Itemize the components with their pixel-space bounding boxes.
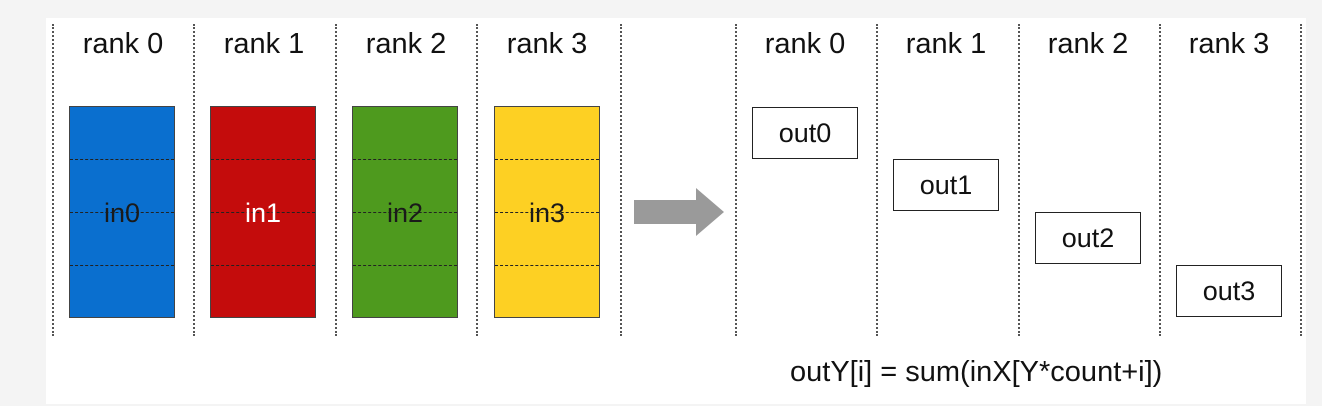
separator (52, 24, 54, 336)
right-rank-label: rank 2 (1047, 28, 1129, 60)
chunk-divider (495, 212, 599, 213)
left-rank-label: rank 3 (506, 28, 588, 60)
formula-text: outY[i] = sum(inX[Y*count+i]) (790, 356, 1163, 388)
chunk-divider (70, 159, 174, 160)
output-buffer-3: out3 (1176, 265, 1282, 317)
separator (1300, 24, 1302, 336)
input-buffer-3 (494, 106, 600, 318)
separator (735, 24, 737, 336)
input-buffer-0 (69, 106, 175, 318)
left-rank-label: rank 1 (223, 28, 305, 60)
separator (620, 24, 622, 336)
chunk-divider (353, 159, 457, 160)
input-label-3: in3 (528, 198, 566, 228)
separator (1159, 24, 1161, 336)
chunk-divider (70, 265, 174, 266)
output-buffer-2: out2 (1035, 212, 1141, 264)
chunk-divider (70, 212, 174, 213)
input-label-1: in1 (244, 198, 282, 228)
separator (335, 24, 337, 336)
input-buffer-2 (352, 106, 458, 318)
chunk-divider (495, 265, 599, 266)
right-arrow-icon (634, 188, 724, 236)
chunk-divider (353, 265, 457, 266)
separator (193, 24, 195, 336)
input-buffer-1 (210, 106, 316, 318)
input-label-2: in2 (386, 198, 424, 228)
chunk-divider (495, 159, 599, 160)
chunk-divider (211, 159, 315, 160)
right-rank-label: rank 3 (1188, 28, 1270, 60)
chunk-divider (353, 212, 457, 213)
separator (876, 24, 878, 336)
right-rank-label: rank 0 (764, 28, 846, 60)
separator (476, 24, 478, 336)
chunk-divider (211, 212, 315, 213)
left-rank-label: rank 2 (365, 28, 447, 60)
right-rank-label: rank 1 (905, 28, 987, 60)
left-rank-label: rank 0 (82, 28, 164, 60)
separator (1018, 24, 1020, 336)
output-buffer-0: out0 (752, 107, 858, 159)
chunk-divider (211, 265, 315, 266)
output-buffer-1: out1 (893, 159, 999, 211)
input-label-0: in0 (103, 198, 141, 228)
